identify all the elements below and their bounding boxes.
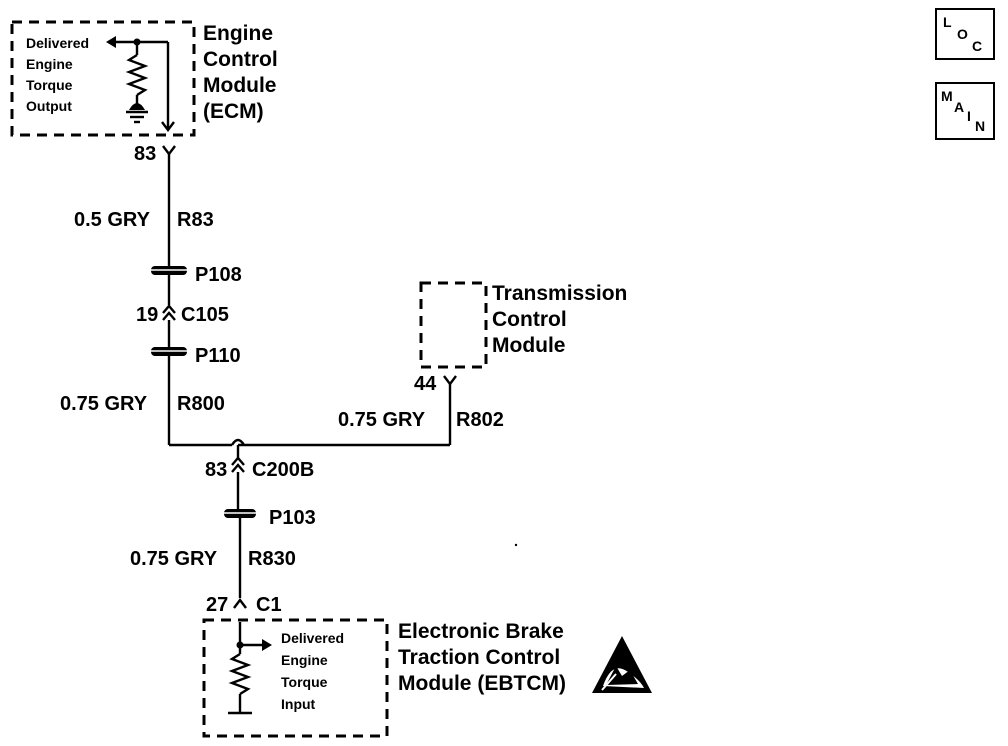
tcm-dashed-box: [419, 281, 488, 369]
ecm-pin-connector-icon: [162, 145, 176, 156]
tcm-name-line-3: Module: [492, 334, 566, 357]
ecm-pin-terminal-icon: [161, 121, 175, 132]
ebtcm-junction-dot: [236, 641, 244, 649]
ecm-output-arrow-icon: [106, 36, 116, 48]
esd-warning-icon: [592, 636, 652, 693]
tcm-module: Transmission Control Module: [419, 281, 627, 369]
main-button[interactable]: M A I N: [935, 82, 995, 140]
ecm-internal-line-1: Delivered: [26, 35, 89, 51]
ebtcm-input-arrow-icon: [262, 639, 272, 651]
ebtcm-name-line-1: Electronic Brake: [398, 620, 564, 643]
ebtcm-module: Electronic Brake Traction Control Module…: [202, 618, 566, 738]
main-letter-a: A: [954, 99, 965, 115]
ebtcm-internal-line-4: Input: [281, 696, 316, 712]
c200b-name-label: C200B: [252, 459, 314, 481]
c200b-connector-icon: [231, 456, 245, 473]
loc-button[interactable]: L O C: [935, 8, 995, 60]
p110-label: P110: [195, 345, 241, 367]
c1-connector-icon: [233, 598, 247, 609]
c105-name-label: C105: [181, 304, 229, 326]
loc-letter-c: C: [972, 38, 983, 54]
wire-crossover-hop: [230, 438, 246, 446]
c200b-pin-label: 83: [205, 459, 227, 481]
c105-connector-icon: [162, 304, 176, 321]
p103-label: P103: [269, 507, 316, 529]
p108-label: P108: [195, 264, 242, 286]
scan-speck: [514, 543, 518, 547]
ecm-pin-label: 83: [134, 143, 156, 165]
wire-r83-circuit: R83: [177, 209, 214, 231]
main-letter-n: N: [975, 118, 986, 134]
tcm-pin-connector-icon: [443, 375, 457, 386]
c1-name-label: C1: [256, 594, 282, 616]
ecm-name-line-1: Engine: [203, 22, 273, 45]
ebtcm-dashed-box: [202, 618, 389, 738]
wire-r830-gauge-color: 0.75 GRY: [130, 548, 218, 570]
p108-splice-icon: [151, 266, 187, 275]
ecm-dashed-box: [10, 20, 196, 137]
tcm-pin-label: 44: [414, 373, 437, 395]
wire-r800-circuit: R800: [177, 393, 225, 415]
loc-letter-o: O: [957, 26, 968, 42]
loc-letter-l: L: [943, 14, 952, 30]
ecm-internal-line-3: Torque: [26, 77, 73, 93]
c1-pin-label: 27: [206, 594, 228, 616]
p103-splice-icon: [224, 509, 256, 518]
tcm-name-line-2: Control: [492, 308, 567, 331]
main-letter-m: M: [941, 88, 953, 104]
ecm-resistor-icon: [125, 53, 149, 97]
ebtcm-internal-line-2: Engine: [281, 652, 328, 668]
ecm-name-line-2: Control: [203, 48, 278, 71]
wire-r800-gauge-color: 0.75 GRY: [60, 393, 148, 415]
ecm-internal-line-2: Engine: [26, 56, 73, 72]
ecm-name-line-4: (ECM): [203, 100, 264, 123]
ecm-module: Engine Control Module (ECM) Delivered En…: [10, 20, 278, 137]
ebtcm-name-line-3: Module (EBTCM): [398, 672, 566, 695]
main-letter-i: I: [967, 108, 971, 124]
c105-pin-label: 19: [136, 304, 158, 326]
ebtcm-internal-line-1: Delivered: [281, 630, 344, 646]
wire-r830-circuit: R830: [248, 548, 296, 570]
wire-r802-gauge-color: 0.75 GRY: [338, 409, 426, 431]
wire-r802-circuit: R802: [456, 409, 504, 431]
ebtcm-resistor-icon: [228, 652, 252, 696]
ebtcm-name-line-2: Traction Control: [398, 646, 560, 669]
p110-splice-icon: [151, 347, 187, 356]
ebtcm-internal-line-3: Torque: [281, 674, 328, 690]
ecm-name-line-3: Module: [203, 74, 277, 97]
ecm-internal-line-4: Output: [26, 98, 72, 114]
tcm-name-line-1: Transmission: [492, 282, 627, 305]
wire-r83-gauge-color: 0.5 GRY: [74, 209, 151, 231]
ecm-ground-icon: [126, 103, 148, 124]
